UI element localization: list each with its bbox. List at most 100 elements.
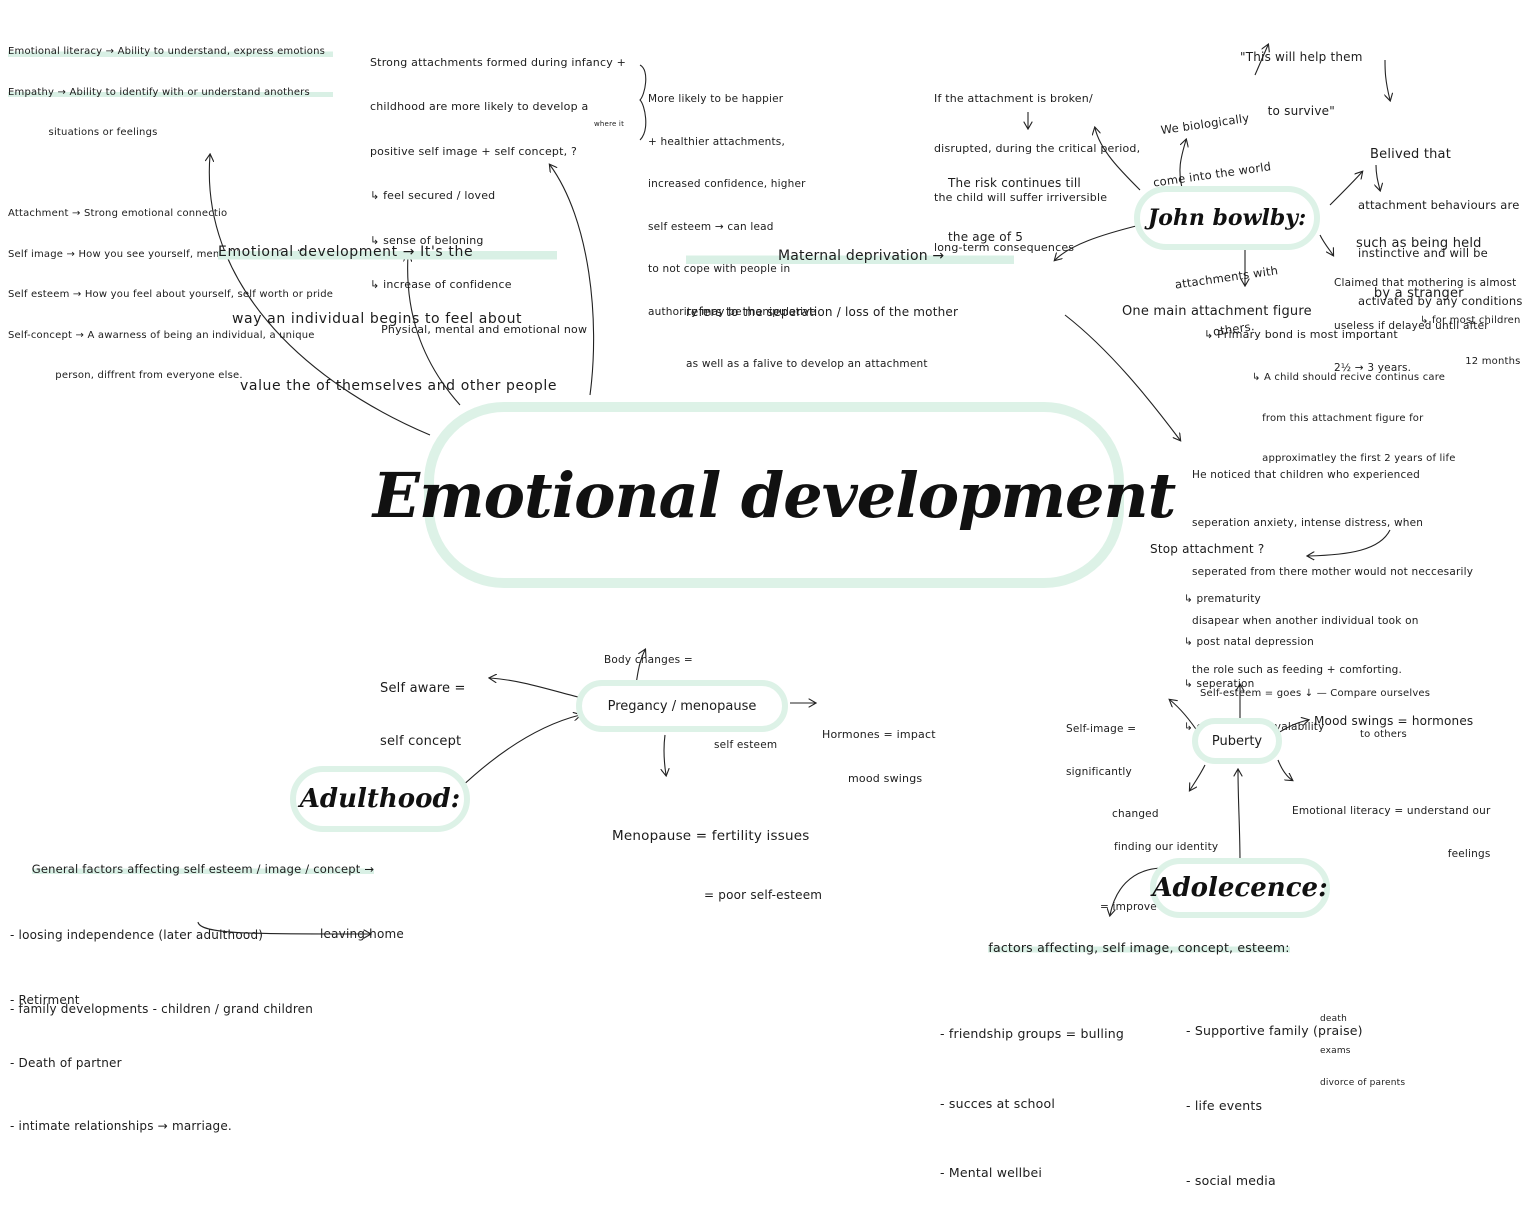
note-line: the child will suffer irriversible <box>934 191 1108 204</box>
list-item: - Retirment <box>10 993 80 1007</box>
bowlby-risk: The risk continues till the age of 5 <box>948 138 1081 264</box>
definition-attachment: Attachment → Strong emotional connectio <box>8 208 228 219</box>
note-line: ↳ for most children <box>1420 315 1521 326</box>
puberty-node: Puberty <box>1192 718 1282 764</box>
note-line: Self aware = <box>380 681 466 697</box>
spacer <box>8 167 333 181</box>
list-item: - intimate relationships → marriage. <box>10 1119 232 1133</box>
note-line: from this attachment figure for <box>1252 412 1424 424</box>
bowlby-belief: Belived that attachment behaviours are i… <box>1358 114 1523 325</box>
note-line: refers to the seperation / loss of the m… <box>686 305 959 319</box>
list-item: ↳ prematurity <box>1184 593 1261 606</box>
factors-heading: General factors affecting self esteem / … <box>31 862 375 877</box>
definition-empathy: Empathy → Ability to identify with or un… <box>8 85 334 99</box>
pregnancy-menopause-label: Pregancy / menopause <box>607 698 757 714</box>
attachment-outcome: More likely to be happier + healthier at… <box>648 64 816 333</box>
list-item: - loosing independence (later adulthood) <box>10 928 264 943</box>
attachment-note-superscript: where it <box>594 120 625 128</box>
list-item: - Mental wellbei <box>940 1165 1043 1180</box>
note-line: Physical, mental and emotional now <box>370 322 588 336</box>
note-line: ↳ A child should recive continus care <box>1252 372 1446 383</box>
note-line: attachment behaviours are <box>1358 197 1520 212</box>
note-line: 2½ → 3 years. <box>1334 362 1412 375</box>
bowlby-title: John bowlby: <box>1147 205 1307 231</box>
definition-self-concept-cont: person, diffrent from everyone else. <box>8 370 243 381</box>
list-item: - friendship groups = bulling <box>940 1026 1125 1042</box>
note-line: to survive" <box>1267 104 1335 118</box>
note-line: the role such as feeding + comforting. <box>1192 663 1403 676</box>
stop-attachment-heading: Stop attachment ? <box>1150 542 1265 556</box>
note-line: childhood are more likely to develop a <box>370 100 589 114</box>
puberty-emotional-literacy: Emotional literacy = understand our feel… <box>1292 776 1491 875</box>
bowlby-noticed: He noticed that children who experienced… <box>1192 434 1473 694</box>
note-line: way an individual begins to feel about <box>232 310 523 327</box>
puberty-self-image: Self-image = significantly changed <box>1066 694 1159 836</box>
note-line: Menopause = fertility issues <box>612 827 810 844</box>
note-line: such as being held <box>1356 235 1482 251</box>
list-item: - social media <box>1186 1173 1276 1188</box>
list-item: ↳ seperation <box>1184 678 1255 691</box>
factors-heading: factors affecting, self image, concept, … <box>988 939 1290 955</box>
list-item: - Supportive family (praise) <box>1186 1023 1363 1038</box>
note-line: Body changes = <box>604 654 693 667</box>
note-line: changed <box>1112 808 1159 821</box>
note-line: increased confidence, higher <box>648 178 806 191</box>
note-line: Emotional literacy = understand our <box>1292 805 1491 818</box>
puberty-label: Puberty <box>1211 733 1263 749</box>
adolescence-factors-left: - friendship groups = bulling - succes a… <box>940 976 1124 1207</box>
note-line: He noticed that children who experienced <box>1192 468 1421 481</box>
note-line: useless if delayed until after <box>1334 319 1489 332</box>
note-line: value the of themselves and other people <box>240 378 558 395</box>
adulthood-title: Adulthood: <box>299 784 461 814</box>
bowlby-quote: "This will help them to survive" <box>1240 12 1363 138</box>
note-line: ↳ increase of confidence <box>370 278 512 292</box>
bowlby-example: such as being held by a stranger <box>1356 202 1482 320</box>
puberty-self-esteem: Self-esteem = goes ↓ — Compare ourselves… <box>1200 660 1430 755</box>
note-line: disrupted, during the critical period, <box>934 141 1141 155</box>
note-line: seperation anxiety, intense distress, wh… <box>1192 517 1424 530</box>
note-line: long-term consequences <box>934 240 1075 254</box>
bowlby-critical-period: If the attachment is broken/ disrupted, … <box>934 58 1140 273</box>
note-line: self concept <box>380 733 462 749</box>
note-line: self esteem → can lead <box>648 220 774 233</box>
note-line: by a stranger <box>1373 286 1464 302</box>
note-line: as well as a falive to develop an attach… <box>686 358 928 370</box>
list-item: ↳ post natal depression <box>1184 635 1314 648</box>
bowlby-continuous-care: ↳ A child should recive continus care fr… <box>1252 344 1456 479</box>
maternal-deprivation-heading: Maternal deprivation → <box>686 246 1015 267</box>
note-line: instinctive and will be <box>1358 245 1488 260</box>
adolescence-node: Adolecence: <box>1150 858 1330 918</box>
note-line: 12 months <box>1465 355 1521 367</box>
life-events-list: death exams divorce of parents <box>1320 992 1405 1100</box>
note-line: = poor self-esteem <box>704 888 823 903</box>
note-line: attachments with <box>1173 262 1279 292</box>
note-line: significantly <box>1066 765 1132 778</box>
menopause-note: Menopause = fertility issues = poor self… <box>612 785 822 925</box>
note-line: disapear when another individual took on <box>1192 614 1419 627</box>
definitions-list: Emotional literacy → Ability to understa… <box>8 18 334 396</box>
adolescence-factors-heading: factors affecting, self image, concept, … <box>980 920 1290 958</box>
definition-self-esteem: Self esteem → How you feel about yoursel… <box>8 289 334 300</box>
note-line: If the attachment is broken/ <box>934 92 1093 105</box>
note-line: Belived that <box>1370 147 1452 163</box>
list-item: death <box>1320 1013 1347 1024</box>
note-line: Strong attachments formed during infancy… <box>370 55 627 69</box>
bowlby-claim-sub: ↳ for most children 12 months <box>1420 287 1521 382</box>
note-line: activated by any conditions <box>1358 294 1523 309</box>
note-line: Emotional development → It's the <box>218 240 558 264</box>
adulthood-factors-list-2: - Retirment - Death of partner - intimat… <box>10 948 232 1158</box>
bowlby-node: John bowlby: <box>1134 186 1320 250</box>
central-node: Emotional development <box>373 402 1176 588</box>
note-line: Hormones = impact <box>822 727 936 741</box>
adulthood-node: Adulthood: <box>290 766 470 832</box>
puberty-mood-swings: Mood swings = hormones <box>1314 714 1474 728</box>
self-aware-note: Self aware = self concept <box>380 645 466 768</box>
note-line: authority may be manipulative <box>648 305 817 318</box>
note-line: ↳ feel secured / loved <box>370 189 496 203</box>
definition-empathy-cont: situations or feelings <box>8 127 158 138</box>
note-line: Claimed that mothering is almost <box>1334 277 1517 290</box>
list-item: exams <box>1320 1045 1351 1056</box>
note-line: self esteem <box>714 739 778 752</box>
adolescence-title: Adolecence: <box>1152 873 1328 903</box>
adulthood-factors-list: - loosing independence (later adulthood)… <box>10 874 313 1046</box>
